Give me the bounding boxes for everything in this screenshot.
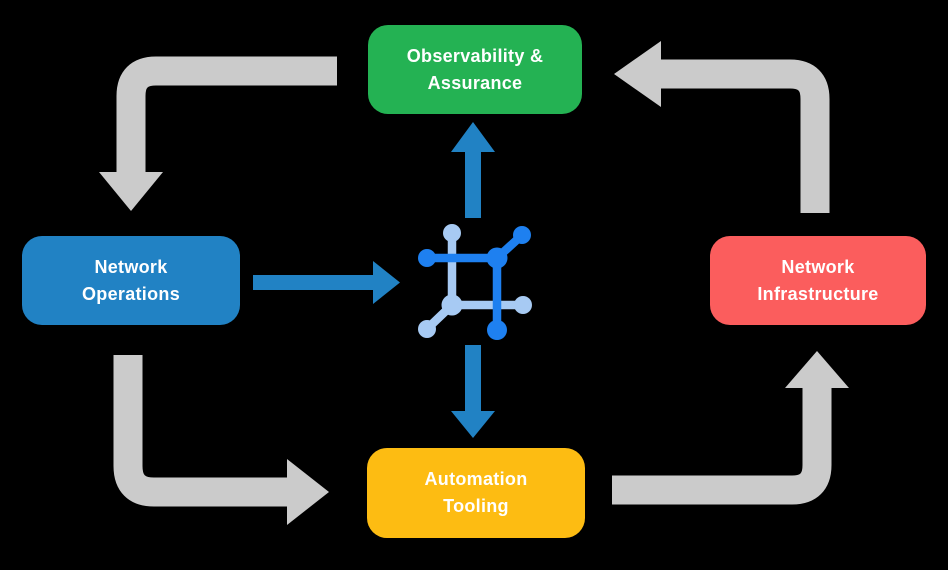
arrow-icon-to-observability bbox=[451, 122, 495, 218]
icon-light-nodes bbox=[418, 224, 532, 338]
node-automation-tooling: Automation Tooling bbox=[367, 448, 585, 538]
arrowhead-down bbox=[99, 172, 163, 211]
node-network-operations: Network Operations bbox=[22, 236, 240, 325]
node-infrastructure-label: Network Infrastructure bbox=[757, 256, 879, 304]
icon-dark-nodes bbox=[418, 226, 531, 340]
arrowhead-right bbox=[287, 459, 329, 525]
node-network-infrastructure: Network Infrastructure bbox=[710, 236, 926, 325]
network-automation-icon bbox=[418, 224, 532, 340]
arrow-automation-to-infrastructure bbox=[612, 351, 849, 505]
arrow-infrastructure-to-observability bbox=[614, 41, 830, 213]
arrowhead-up bbox=[785, 351, 849, 388]
arrowhead-left bbox=[614, 41, 661, 107]
arrow-operations-to-icon bbox=[253, 261, 400, 304]
node-observability-assurance: Observability & Assurance bbox=[368, 25, 582, 114]
arrow-icon-to-automation bbox=[451, 345, 495, 438]
node-operations-label: Network Operations bbox=[81, 256, 181, 304]
arrow-observability-to-operations bbox=[99, 56, 337, 211]
node-automation-label: Automation Tooling bbox=[424, 469, 528, 516]
arrow-operations-to-automation bbox=[113, 355, 329, 525]
node-observability-label: Observability & Assurance bbox=[406, 45, 544, 93]
